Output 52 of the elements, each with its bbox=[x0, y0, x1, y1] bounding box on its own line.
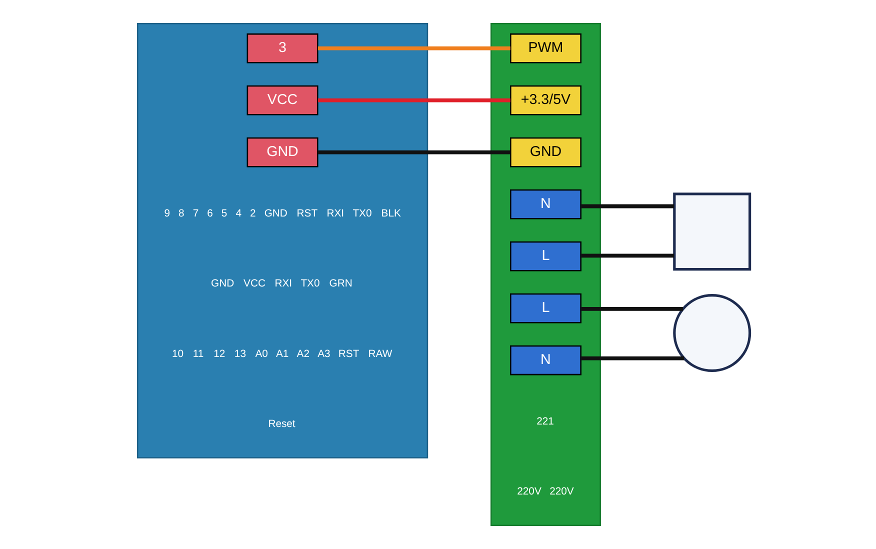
label: 220V bbox=[549, 486, 574, 498]
label: RST bbox=[338, 348, 359, 360]
node-box: +3.3/5V bbox=[510, 85, 581, 116]
node-box: N bbox=[510, 189, 581, 220]
node-box: N bbox=[510, 345, 581, 376]
label: 8 bbox=[178, 208, 184, 220]
label: RST bbox=[296, 208, 318, 220]
label: GND bbox=[264, 208, 287, 220]
label: 6 bbox=[206, 208, 212, 220]
label: 220V bbox=[516, 486, 541, 498]
label: RXI bbox=[326, 208, 344, 220]
label: RAW bbox=[368, 348, 392, 360]
connector bbox=[580, 307, 682, 311]
connector bbox=[580, 254, 674, 258]
label: VCC bbox=[243, 278, 265, 290]
label: Reset bbox=[268, 419, 295, 430]
label: GND bbox=[210, 278, 234, 290]
cluster bbox=[490, 23, 600, 526]
label: TX0 bbox=[352, 208, 372, 220]
label: 10 bbox=[172, 348, 184, 360]
node-box: PWM bbox=[510, 33, 581, 64]
node-box: VCC bbox=[246, 85, 318, 116]
label: TX0 bbox=[300, 278, 320, 290]
label: RXI bbox=[274, 278, 292, 290]
node-box bbox=[672, 192, 751, 271]
connector bbox=[318, 98, 510, 102]
node-box: L bbox=[510, 241, 581, 272]
label: 9 bbox=[164, 208, 170, 220]
connector bbox=[318, 150, 510, 154]
label: 2 bbox=[250, 208, 256, 220]
label: 11 bbox=[192, 348, 204, 360]
label: 221 bbox=[536, 416, 554, 428]
node-box: L bbox=[510, 293, 581, 324]
node-circle bbox=[672, 294, 751, 372]
label: 12 bbox=[213, 348, 225, 360]
label: A3 bbox=[317, 348, 330, 360]
label: A1 bbox=[276, 348, 288, 360]
label: A2 bbox=[296, 348, 310, 360]
connector bbox=[580, 356, 684, 360]
node-box: GND bbox=[246, 137, 318, 168]
label: 4 bbox=[235, 208, 242, 220]
label: 7 bbox=[192, 208, 198, 220]
label: 5 bbox=[220, 208, 227, 220]
connector bbox=[580, 204, 674, 208]
node-box: GND bbox=[510, 137, 581, 168]
label: A0 bbox=[254, 348, 268, 360]
label: BLK bbox=[380, 208, 400, 220]
label: GRN bbox=[328, 278, 352, 290]
connector bbox=[318, 46, 510, 50]
node-box: 3 bbox=[246, 33, 318, 64]
label: 13 bbox=[234, 348, 246, 360]
cluster bbox=[136, 23, 428, 458]
